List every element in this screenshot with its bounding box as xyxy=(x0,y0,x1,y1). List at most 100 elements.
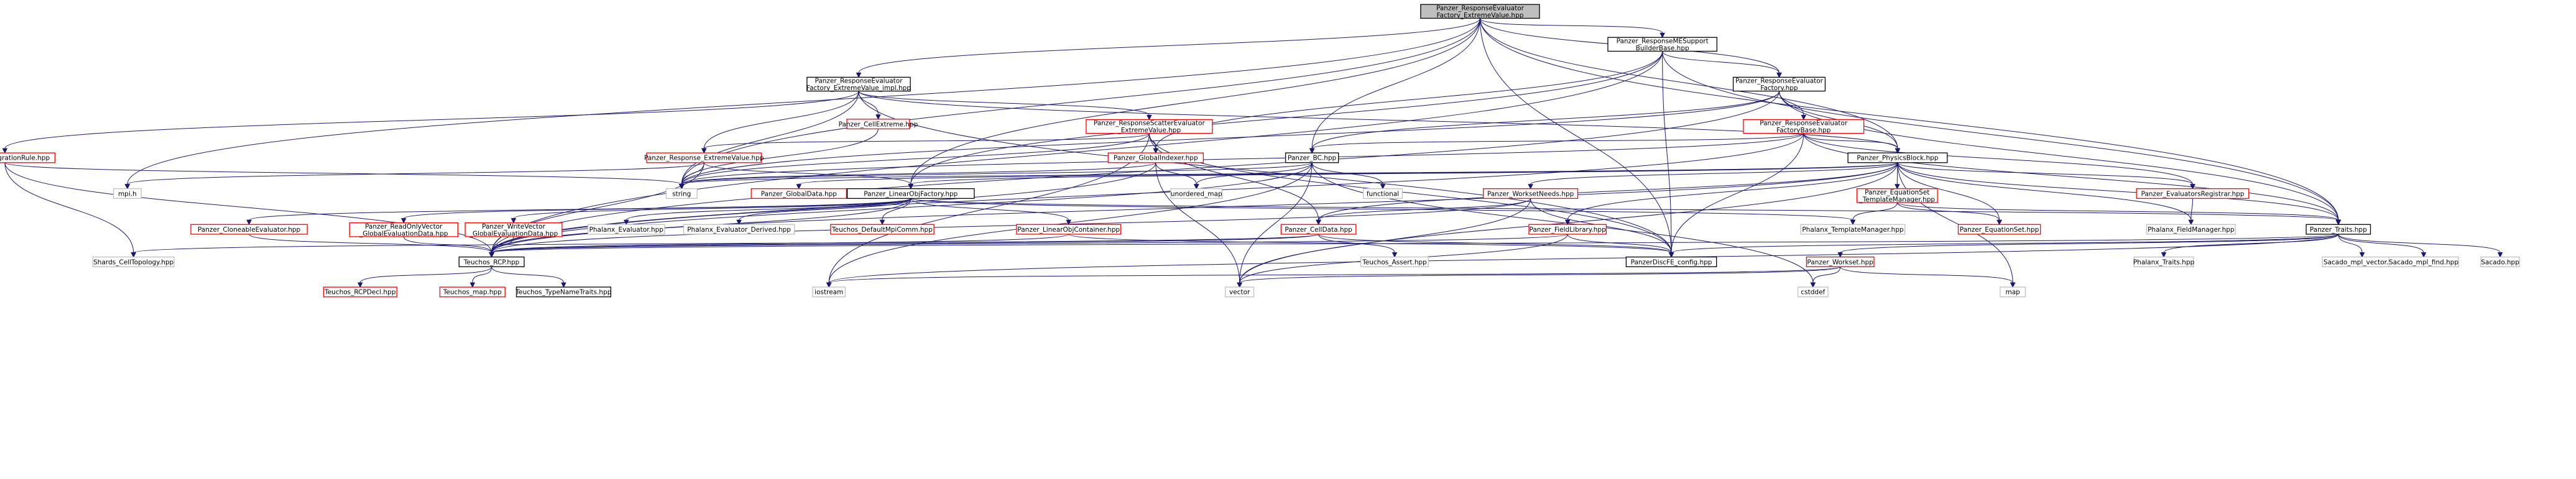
node-box xyxy=(1225,286,1255,298)
dependency-edge xyxy=(1148,133,1321,226)
node-label: Panzer_Response_ExtremeValue.hpp xyxy=(644,155,764,162)
node-label: Sacado.hpp xyxy=(2481,258,2519,266)
file-node-phalanx_fm[interactable]: Phalanx_FieldManager.hpp xyxy=(2146,224,2236,235)
file-node-fieldlibrary[interactable]: Panzer_FieldLibrary.hpp xyxy=(1528,224,1607,235)
node-label: Panzer_FieldLibrary.hpp xyxy=(1530,226,1607,234)
file-node-functional[interactable]: functional xyxy=(1362,188,1403,199)
edge-line xyxy=(1896,202,2339,221)
dependency-edge xyxy=(1668,234,2339,258)
file-node-writevector[interactable]: Panzer_WriteVector_GlobalEvaluationData.… xyxy=(464,222,563,238)
file-node-linearobjcontainer[interactable]: Panzer_LinearObjContainer.hpp xyxy=(1016,224,1122,235)
file-node-evalsregistrar[interactable]: Panzer_EvaluatorsRegistrar.hpp xyxy=(2136,188,2250,199)
node-label: BuilderBase.hpp xyxy=(1636,45,1689,52)
arrowhead-icon xyxy=(908,184,914,189)
file-node-globalindexer[interactable]: Panzer_GlobalIndexer.hpp xyxy=(1107,152,1204,163)
edge-line xyxy=(513,198,912,219)
edge-line xyxy=(681,162,1313,185)
file-node-phalanx_eval_derived[interactable]: Phalanx_Evaluator_Derived.hpp xyxy=(683,224,795,235)
node-label: Sacado_mpl_find.hpp xyxy=(2389,258,2458,266)
file-node-phalanx_eval[interactable]: Phalanx_Evaluator.hpp xyxy=(588,224,665,235)
arrowhead-icon xyxy=(2188,219,2194,226)
edge-line xyxy=(4,162,134,253)
file-node-phalanx_tm[interactable]: Phalanx_TemplateManager.hpp xyxy=(1800,224,1906,235)
edge-line xyxy=(1567,234,1672,253)
dependency-edge xyxy=(1840,266,2016,288)
arrowhead-icon xyxy=(400,218,407,224)
node-label: Panzer_EquationSet.hpp xyxy=(1960,226,2039,234)
arrowhead-icon xyxy=(2,148,8,154)
file-node-phalanx_traits[interactable]: Phalanx_Traits.hpp xyxy=(2133,256,2195,268)
arrowhead-icon xyxy=(1837,252,1843,258)
edge-line xyxy=(681,133,1804,185)
edge-line xyxy=(703,162,912,185)
dependency-edge xyxy=(623,198,912,226)
edge-line xyxy=(1479,18,1663,34)
file-node-vector[interactable]: vector xyxy=(1225,286,1255,298)
file-node-unordered_map[interactable]: unordered_map xyxy=(1170,188,1223,199)
file-node-shards[interactable]: Shards_CellTopology.hpp xyxy=(92,256,175,268)
edge-line xyxy=(1662,51,1780,73)
file-node-worksetneeds[interactable]: Panzer_WorksetNeeds.hpp xyxy=(1483,188,1579,199)
file-node-bc[interactable]: Panzer_BC.hpp xyxy=(1285,152,1339,163)
arrowhead-icon xyxy=(796,184,802,189)
file-node-teuchos_defaultmpicomm[interactable]: Teuchos_DefaultMpiComm.hpp xyxy=(830,224,935,235)
edge-line xyxy=(491,198,1531,253)
edge-line xyxy=(1155,51,1663,149)
arrowhead-icon xyxy=(2335,219,2342,226)
file-node-discfe_config[interactable]: PanzerDiscFE_config.hpp xyxy=(1625,256,1717,268)
file-node-sacado_mpl_find[interactable]: Sacado_mpl_find.hpp xyxy=(2388,256,2459,268)
edge-line xyxy=(1897,162,2193,185)
arrowhead-icon xyxy=(678,184,685,189)
dependency-edge xyxy=(796,162,1898,189)
edge-line xyxy=(4,162,682,185)
file-node-cstddef[interactable]: cstddef xyxy=(1797,286,1829,298)
file-node-intrule[interactable]: Panzer_IntegrationRule.hpp xyxy=(0,152,56,163)
file-node-teuchos_assert[interactable]: Teuchos_Assert.hpp xyxy=(1360,256,1429,268)
file-node-sacado_mpl_vector[interactable]: Sacado_mpl_vector.hpp xyxy=(2322,256,2403,268)
edge-line xyxy=(1318,198,1531,221)
file-node-root[interactable]: Panzer_ResponseEvaluatorFactory_ExtremeV… xyxy=(1420,4,1540,19)
dependency-edge xyxy=(879,198,912,226)
file-node-traits[interactable]: Panzer_Traits.hpp xyxy=(2306,224,2371,235)
file-node-cellextreme[interactable]: Panzer_CellExtreme.hpp xyxy=(839,119,918,130)
file-node-teuchos_map[interactable]: Teuchos_map.hpp xyxy=(439,286,506,298)
node-label: string xyxy=(672,190,691,198)
arrowhead-icon xyxy=(1801,114,1807,121)
dependency-edge xyxy=(856,18,1480,78)
file-node-string[interactable]: string xyxy=(665,188,698,199)
file-node-cloneable[interactable]: Panzer_CloneableEvaluator.hpp xyxy=(190,224,308,235)
file-node-sacado[interactable]: Sacado.hpp xyxy=(2480,256,2520,268)
file-node-globaldata[interactable]: Panzer_GlobalData.hpp xyxy=(750,188,847,199)
edge-line xyxy=(491,234,1568,253)
file-node-iostream[interactable]: iostream xyxy=(812,286,846,298)
file-node-teuchos_rcp[interactable]: Teuchos_RCP.hpp xyxy=(458,256,525,268)
file-node-teuchos_rcpdecl[interactable]: Teuchos_RCPDecl.hpp xyxy=(323,286,397,298)
file-node-mpih[interactable]: mpi.h xyxy=(113,188,142,199)
node-box xyxy=(683,224,795,235)
file-node-equationset[interactable]: Panzer_EquationSet.hpp xyxy=(1957,224,2041,235)
file-node-eqset_tm[interactable]: Panzer_EquationSet_TemplateManager.hpp xyxy=(1856,188,1938,204)
dependency-edge xyxy=(736,198,912,226)
file-node-teuchos_typenametraits[interactable]: Teuchos_TypeNameTraits.hpp xyxy=(515,286,612,298)
node-label: Panzer_WriteVector xyxy=(482,223,545,230)
file-node-rfev_impl[interactable]: Panzer_ResponseEvaluatorFactory_ExtremeV… xyxy=(806,76,911,92)
dependency-edge xyxy=(2338,234,2427,258)
nodes-layer: Panzer_ResponseEvaluatorFactory_ExtremeV… xyxy=(0,4,2520,298)
file-node-physicsblock[interactable]: Panzer_PhysicsBlock.hpp xyxy=(1847,152,1948,163)
file-node-map[interactable]: map xyxy=(2000,286,2026,298)
file-node-workset[interactable]: Panzer_Workset.hpp xyxy=(1806,256,1875,268)
dependency-edge xyxy=(403,236,494,258)
file-node-linearobjfactory[interactable]: Panzer_LinearObjFactory.hpp xyxy=(847,188,975,199)
node-box xyxy=(1086,119,1213,134)
node-box xyxy=(1847,152,1948,163)
file-node-celldata[interactable]: Panzer_CellData.hpp xyxy=(1280,224,1357,235)
file-node-readonly[interactable]: Panzer_ReadOnlyVector_GlobalEvaluationDa… xyxy=(349,222,458,238)
edge-line xyxy=(681,133,1150,185)
arrowhead-icon xyxy=(124,184,131,189)
file-node-response_ev[interactable]: Panzer_Response_ExtremeValue.hpp xyxy=(644,152,764,163)
dependency-edge xyxy=(1316,198,1531,226)
file-node-scatter[interactable]: Panzer_ResponseScatterEvaluator_ExtremeV… xyxy=(1086,119,1213,134)
